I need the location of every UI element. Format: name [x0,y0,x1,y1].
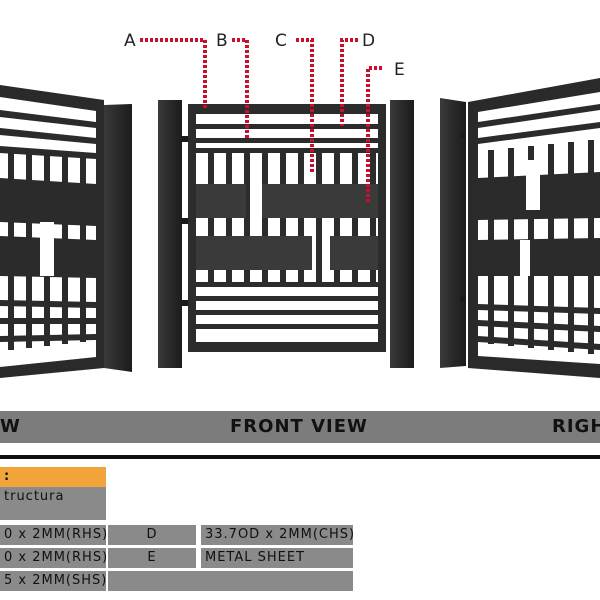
leader-a [140,38,207,108]
front-metal-sheets [196,184,378,270]
right-view-label: RIGH [552,416,600,437]
gate-drawing: A B C D E [0,31,600,378]
callout-labels: A B C D E [124,31,405,80]
left-view-gate [0,85,132,378]
front-view-gate [158,100,414,368]
callout-b-label: B [216,31,228,51]
left-gate-bars [0,110,96,350]
front-view-label: FRONT VIEW [230,416,368,437]
right-view-gate [440,78,600,378]
spec-row-3-right [108,571,353,591]
spec-row-2-desc: METAL SHEET [201,548,353,568]
right-gate-bars [478,104,600,354]
spec-row-1-left: 0 x 2MM(RHS) [0,525,106,545]
spec-row-1-desc: 33.7OD x 2MM(CHS) [201,525,353,545]
view-labels-banner: W FRONT VIEW RIGH [0,411,600,443]
spec-row-1-code: D [108,525,196,545]
callout-e-label: E [394,60,405,80]
left-gate-post [104,104,132,372]
spec-row-2-code: E [108,548,196,568]
spec-row-2-left: 0 x 2MM(RHS) [0,548,106,568]
callout-leaders [140,38,382,204]
spec-table-subheader: tructura [0,487,106,520]
callout-d-label: D [362,31,375,51]
leader-b [232,38,249,140]
front-left-post [158,100,182,368]
leader-d [340,38,358,126]
spec-table-header: : [0,467,106,487]
callout-c-label: C [275,31,287,51]
left-view-label: W [0,416,21,437]
front-right-post [390,100,414,368]
right-gate-post [440,98,466,368]
spec-row-3-left: 5 x 2MM(SHS) [0,571,106,591]
section-divider [0,455,600,459]
leader-c [296,38,314,172]
callout-a-label: A [124,31,136,51]
